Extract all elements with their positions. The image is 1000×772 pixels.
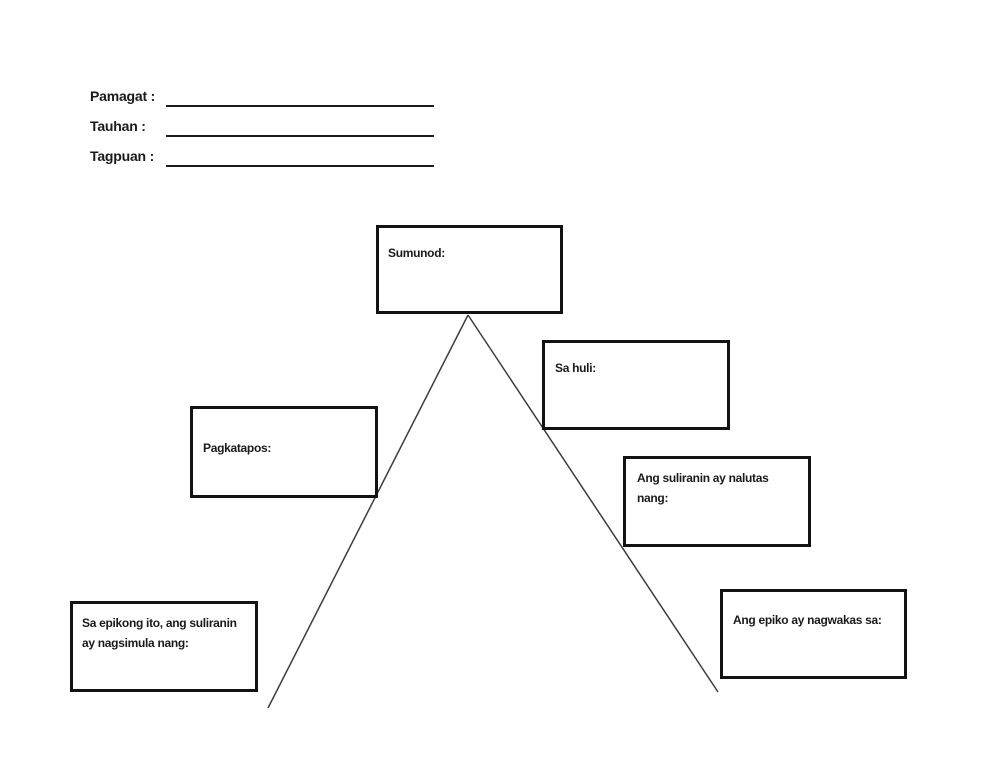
box-suliranin-nagsimula[interactable]: Sa epikong ito, ang suliranin ay nagsimu…: [70, 601, 258, 692]
box-suliranin-nalutas[interactable]: Ang suliranin ay nalutas nang:: [623, 456, 811, 547]
pamagat-label: Pamagat :: [90, 88, 156, 104]
box-epiko-nagwakas[interactable]: Ang epiko ay nagwakas sa:: [720, 589, 907, 679]
field-row-tagpuan: Tagpuan :: [90, 146, 460, 176]
header-fields: Pamagat : Tauhan : Tagpuan :: [90, 86, 460, 176]
box-suliranin-nalutas-label: Ang suliranin ay nalutas nang:: [637, 471, 769, 505]
tagpuan-label: Tagpuan :: [90, 148, 155, 164]
box-suliranin-nagsimula-label: Sa epikong ito, ang suliranin ay nagsimu…: [82, 616, 237, 650]
box-epiko-nagwakas-label: Ang epiko ay nagwakas sa:: [733, 613, 882, 627]
tauhan-blank-line[interactable]: [166, 116, 434, 137]
tauhan-label: Tauhan :: [90, 118, 146, 134]
box-sa-huli[interactable]: Sa huli:: [542, 340, 730, 430]
box-pagkatapos[interactable]: Pagkatapos:: [190, 406, 378, 498]
mountain-left-slope-line: [267, 314, 469, 709]
mountain-right-slope-line: [467, 314, 719, 693]
field-row-tauhan: Tauhan :: [90, 116, 460, 146]
field-row-pamagat: Pamagat :: [90, 86, 460, 116]
box-sumunod[interactable]: Sumunod:: [376, 225, 563, 314]
box-pagkatapos-label: Pagkatapos:: [203, 441, 272, 455]
box-sa-huli-label: Sa huli:: [555, 361, 596, 375]
box-sumunod-label: Sumunod:: [388, 246, 445, 260]
tagpuan-blank-line[interactable]: [166, 146, 434, 167]
pamagat-blank-line[interactable]: [166, 86, 434, 107]
